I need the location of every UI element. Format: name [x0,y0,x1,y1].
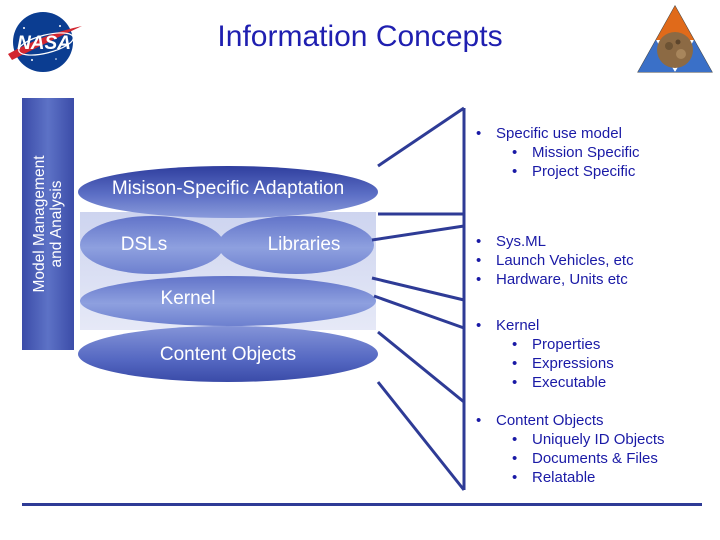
bullet-item: Relatable [512,468,665,487]
bullet-item: Hardware, Units etc [476,270,634,289]
bullet-title: Specific use model Mission Specific Proj… [476,124,640,181]
content-objects-label: Content Objects [159,344,297,365]
bullet-item: Launch Vehicles, etc [476,251,634,270]
adaptation-banner-label: Misison-Specific Adaptation [111,178,345,199]
side-label-bar: Model Management and Analysis [22,98,74,350]
side-label-line2: and Analysis [48,180,65,268]
connector-top [377,106,465,168]
connector-kernel-b [373,294,465,330]
libraries-block: Libraries [218,216,374,274]
bullet-title: Kernel Properties Expressions Executable [476,316,614,392]
bullet-item: Properties [512,335,614,354]
mission-triangle-logo [637,4,713,73]
slide-title: Information Concepts [217,20,503,53]
bullet-item: Executable [512,373,614,392]
kernel-block: Kernel [80,276,376,326]
connector-kernel-a [371,276,465,302]
connector-libs [371,224,465,242]
connector-content-bottom [376,381,466,491]
bullet-group-libraries: Sys.ML Launch Vehicles, etc Hardware, Un… [476,232,634,289]
side-label-text: Model Management and Analysis [31,98,65,350]
bullet-group-use-model: Specific use model Mission Specific Proj… [476,124,640,181]
side-label-line1: Model Management [31,155,48,293]
svg-text:NASA: NASA [17,33,71,54]
nasa-logo: NASA [8,12,82,72]
libraries-label: Libraries [267,234,341,255]
bottom-divider [22,503,702,506]
bullet-group-content-objects: Content Objects Uniquely ID Objects Docu… [476,411,665,487]
dsls-block: DSLs [80,216,224,274]
bullet-title: Content Objects Uniquely ID Objects Docu… [476,411,665,487]
bullet-item: Mission Specific [512,143,640,162]
bullet-item: Expressions [512,354,614,373]
bullet-item: Documents & Files [512,449,665,468]
content-objects-block: Content Objects [78,326,378,382]
bullet-item: Sys.ML [476,232,634,251]
dsls-label: DSLs [120,234,168,255]
adaptation-banner: Misison-Specific Adaptation [78,166,378,218]
connector-content-top [377,330,465,404]
bullet-group-kernel: Kernel Properties Expressions Executable [476,316,614,392]
bullet-item: Uniquely ID Objects [512,430,665,449]
kernel-label: Kernel [160,288,216,309]
bullet-item: Project Specific [512,162,640,181]
